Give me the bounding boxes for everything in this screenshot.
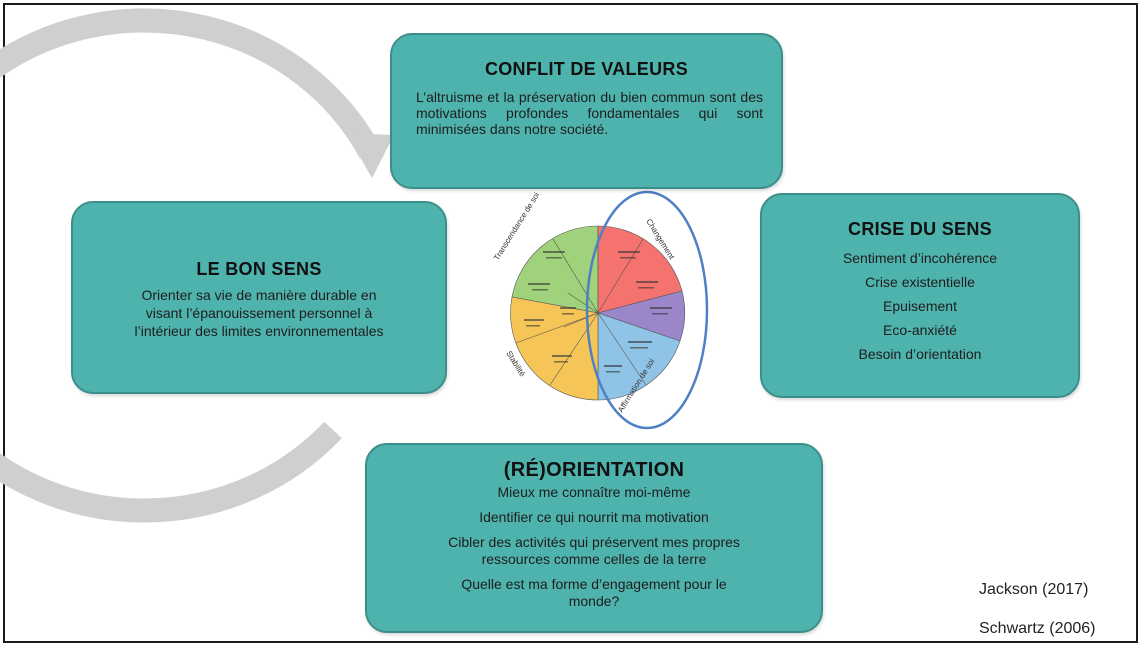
box-le-bon-sens: LE BON SENS Orienter sa vie de manière d… bbox=[71, 201, 447, 394]
box-title: CONFLIT DE VALEURS bbox=[484, 59, 689, 79]
wheel-sector-yellow bbox=[510, 296, 599, 401]
cycle-arrowhead bbox=[346, 133, 394, 178]
box-line: Mieux me connaître moi-même bbox=[497, 484, 691, 500]
box-line: Epuisement bbox=[883, 298, 957, 314]
box-line: Sentiment d’incohérence bbox=[842, 250, 998, 266]
box-title: (RÉ)ORIENTATION bbox=[503, 459, 685, 481]
box-line: Identifier ce qui nourrit ma motivation bbox=[479, 509, 709, 525]
box-line: l’intérieur des limites environnementale… bbox=[134, 323, 384, 339]
wheel-label-top-left: Transcendance de soi bbox=[492, 191, 541, 262]
box-title: CRISE DU SENS bbox=[848, 219, 992, 239]
box-line: Cibler des activités qui préservent mes … bbox=[448, 534, 740, 567]
slide-frame bbox=[3, 3, 1138, 643]
box-line: Orienter sa vie de manière durable en bbox=[141, 287, 377, 303]
box-line: Besoin d’orientation bbox=[858, 346, 982, 362]
box-text: L’altruisme et la préservation du bien c… bbox=[416, 89, 763, 137]
box-title: LE BON SENS bbox=[196, 259, 322, 279]
wheel-sector-blue bbox=[597, 312, 681, 401]
reference-jackson: Jackson (2017) bbox=[979, 581, 1089, 598]
box-crise-du-sens: CRISE DU SENS Sentiment d’incohérence Cr… bbox=[760, 193, 1080, 398]
box-line: Quelle est ma forme d’engagement pour le… bbox=[461, 576, 727, 609]
highlight-ellipse bbox=[585, 190, 709, 430]
values-wheel: Transcendance de soi Changement Stabilit… bbox=[492, 191, 686, 414]
box-reorientation: (RÉ)ORIENTATION Mieux me connaître moi-m… bbox=[365, 443, 823, 633]
wheel-sector-green bbox=[511, 225, 599, 314]
reference-schwartz: Schwartz (2006) bbox=[979, 620, 1096, 637]
box-line: Crise existentielle bbox=[865, 274, 975, 290]
cycle-arrow bbox=[0, 8, 381, 523]
box-line: Eco-anxiété bbox=[883, 322, 957, 338]
wheel-sector-red bbox=[597, 225, 683, 314]
box-line: visant l’épanouissement personnel à bbox=[145, 305, 373, 321]
box-conflit-de-valeurs: CONFLIT DE VALEURS L’altruisme et la pré… bbox=[390, 33, 783, 189]
